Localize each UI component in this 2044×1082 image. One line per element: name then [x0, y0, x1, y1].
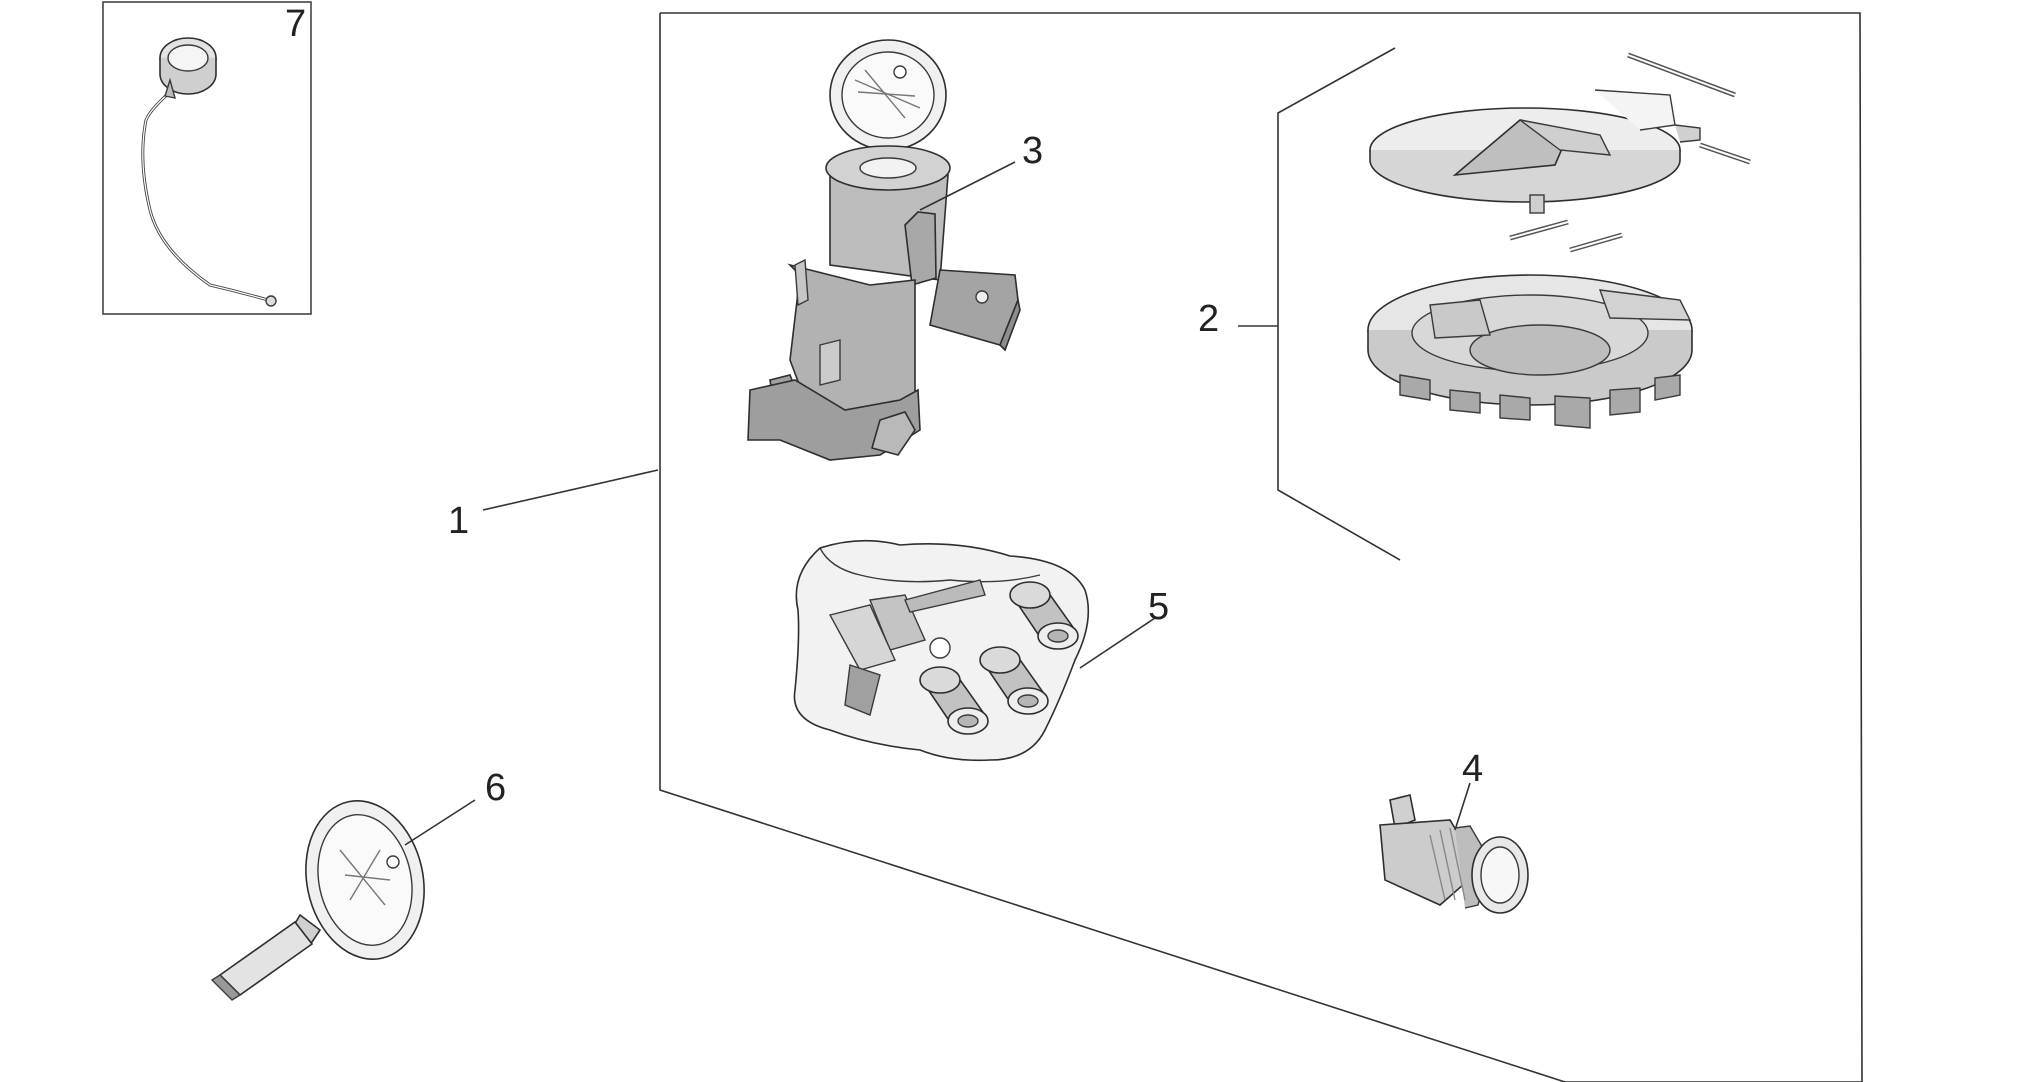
leader-3: 3: [919, 130, 1043, 211]
callout-2: 2: [1198, 298, 1219, 340]
lock-set-bag-part: [793, 539, 1090, 762]
callout-3: 3: [1022, 130, 1043, 172]
lock-cylinder-c: [919, 666, 989, 735]
callout-4: 4: [1462, 748, 1483, 790]
callout-5: 5: [1148, 586, 1169, 628]
leader-6: 6: [404, 767, 506, 846]
bracket-part-2: 2: [1198, 47, 1401, 561]
lock-barrel-part: [1379, 794, 1529, 914]
cable-cap-part: [141, 37, 277, 307]
leader-5: 5: [1079, 586, 1169, 669]
kit-outline: [659, 12, 1863, 1082]
callout-6: 6: [485, 767, 506, 809]
ignition-switch-part: [747, 39, 1021, 461]
fuel-cap-part: [1367, 52, 1751, 429]
callout-7: 7: [285, 3, 306, 45]
lock-cylinder-b: [979, 646, 1049, 715]
leader-1: 1: [448, 469, 659, 542]
key-part: [210, 800, 425, 1001]
callout-1: 1: [448, 500, 469, 542]
leader-4: 4: [1454, 748, 1483, 831]
inset-box-part-7: 7: [102, 1, 312, 315]
lock-cylinder-a: [1009, 581, 1079, 650]
